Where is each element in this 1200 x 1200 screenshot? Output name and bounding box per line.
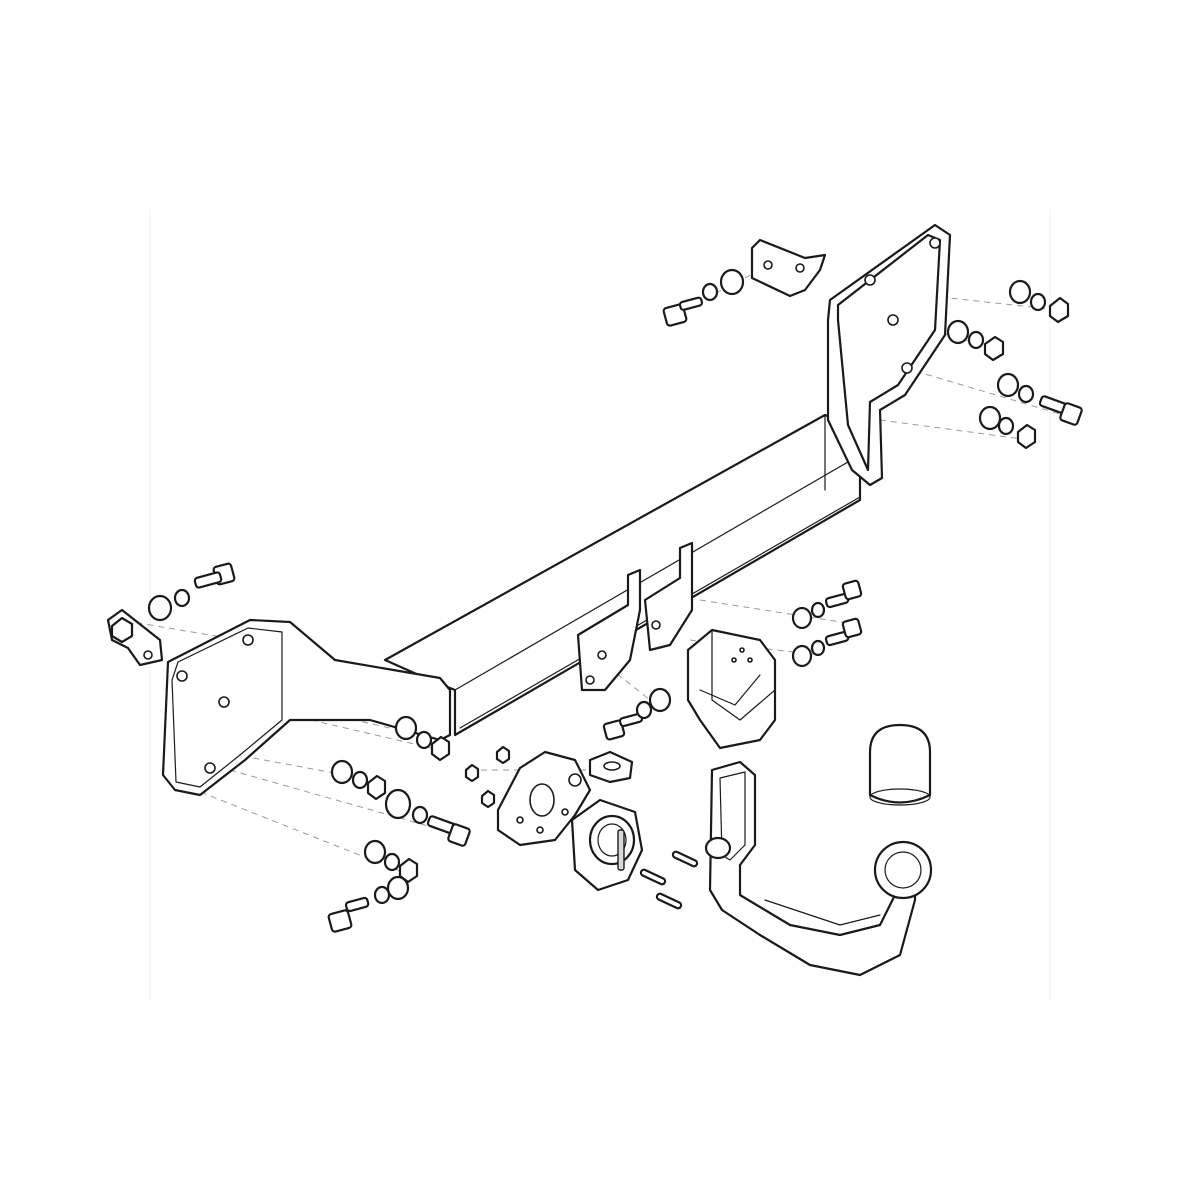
- crossbar: [383, 413, 862, 737]
- tow-ball-cap: [868, 723, 932, 806]
- right-bracket: [750, 238, 827, 298]
- electrical-socket: [570, 798, 644, 892]
- receiver-housing: [686, 628, 777, 750]
- right-mounting-plate: [826, 223, 952, 487]
- socket-plate: [496, 750, 634, 847]
- center-brackets: [576, 541, 694, 692]
- detachable-tow-ball-arm: [704, 760, 933, 977]
- fasteners: [110, 268, 1083, 933]
- left-mounting-plate: [161, 618, 452, 797]
